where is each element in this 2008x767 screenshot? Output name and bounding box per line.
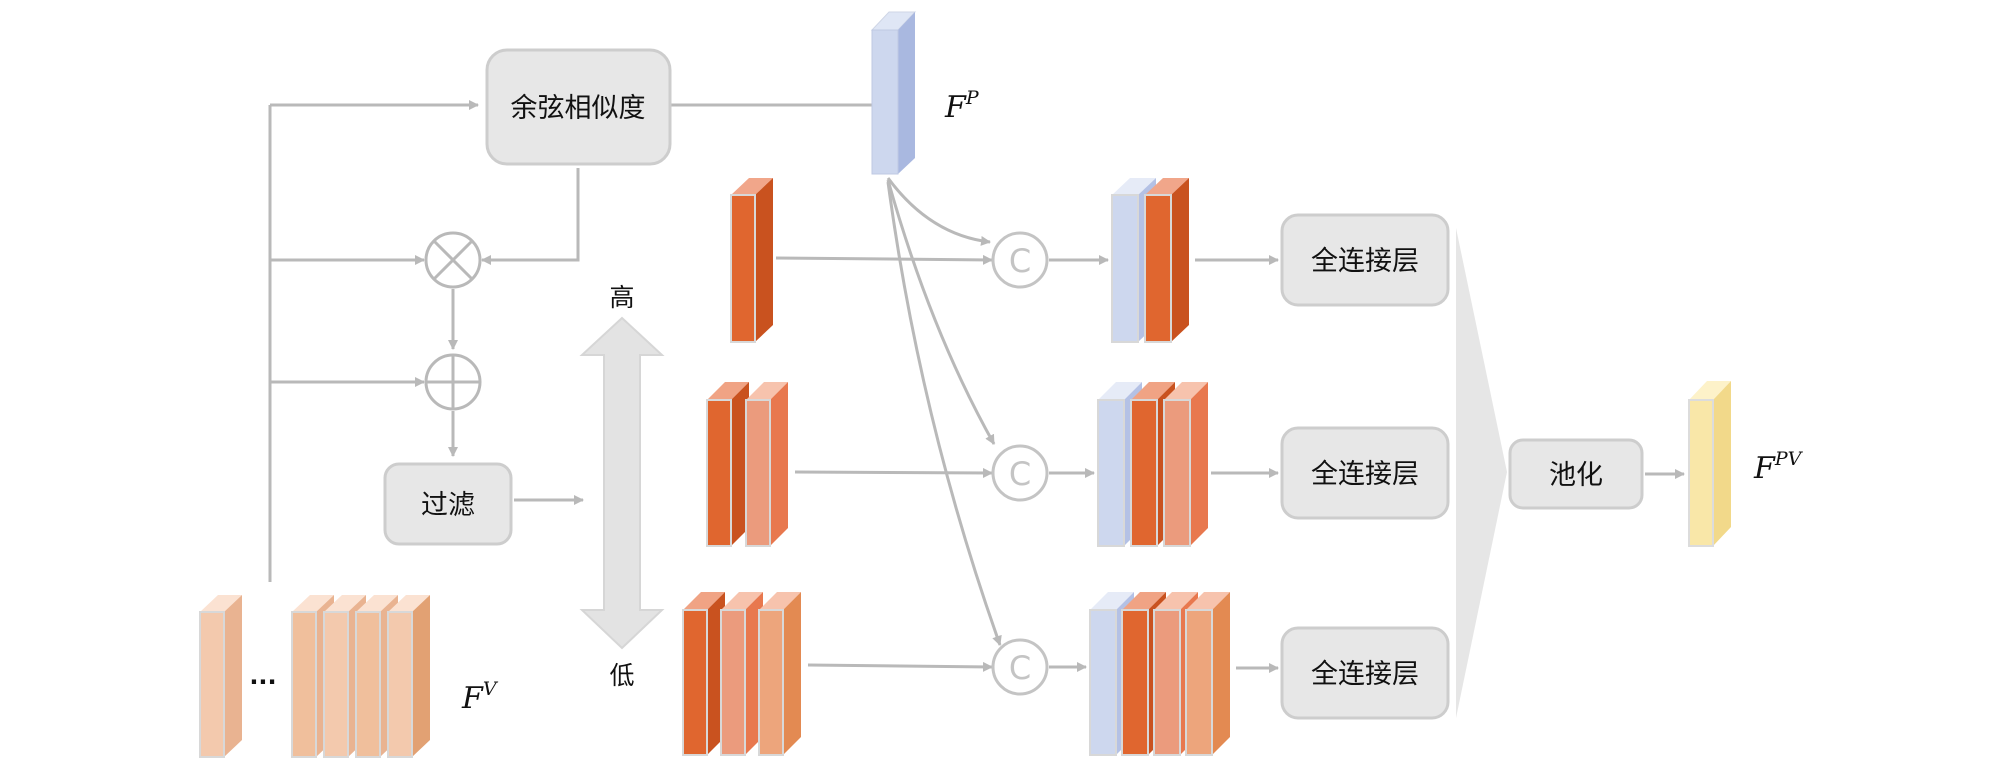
merged-feature-2 [1097, 382, 1208, 547]
priority-low-label: 低 [609, 661, 634, 690]
fp-to-concat1-curve [886, 177, 991, 246]
fp-to-concat3-curve [886, 181, 1002, 646]
tier1-to-concat-arrow [775, 254, 993, 265]
fp-to-concat2-curve [886, 179, 996, 445]
fpv-feature-block [1688, 381, 1731, 547]
fv-label-base: F [461, 681, 484, 716]
fv-ellipsis: ··· [249, 668, 276, 696]
fc-label-2: 全连接层 [1311, 459, 1419, 490]
cosine-similarity-label: 余弦相似度 [511, 93, 646, 124]
tier3-feature-stack [682, 592, 801, 756]
filter-label: 过滤 [421, 490, 475, 521]
fp-label-sup: P [965, 87, 980, 109]
tier1-feature-stack [730, 178, 773, 343]
fc-box-3: 全连接层 [1280, 626, 1450, 720]
tier2-feature-stack [706, 382, 788, 547]
filter-box: 过滤 [383, 462, 513, 546]
merged-feature-1 [1111, 178, 1189, 343]
cosine-to-multiply-arrow [481, 168, 580, 265]
add-node [424, 353, 482, 411]
fpv-label-base: F [1753, 451, 1776, 486]
cosine-similarity-box: 余弦相似度 [485, 48, 672, 166]
pool-label: 池化 [1549, 460, 1603, 491]
fp-label: FP [944, 87, 980, 125]
pool-box: 池化 [1508, 438, 1644, 510]
tier3-to-concat-arrow [807, 661, 993, 672]
fpv-label: FPV [1753, 448, 1804, 486]
priority-high-label: 高 [609, 283, 634, 312]
fc-label-1: 全连接层 [1311, 246, 1419, 277]
fv-label-sup: V [483, 678, 499, 700]
fc-label-3: 全连接层 [1311, 659, 1419, 690]
fp-feature-block [870, 11, 917, 175]
connector-lines [268, 100, 1685, 673]
concat-node-1: C [991, 231, 1049, 289]
concat-symbol: C [1009, 455, 1031, 493]
priority-double-arrow [579, 316, 665, 650]
concat-node-2: C [991, 444, 1049, 502]
concat-symbol: C [1009, 242, 1031, 280]
concat-symbol: C [1009, 649, 1031, 687]
fv-feature-stack [199, 595, 430, 758]
pooling-funnel [1456, 228, 1507, 718]
fc-box-2: 全连接层 [1280, 426, 1450, 520]
fp-label-base: F [944, 90, 967, 125]
multiply-node [424, 231, 482, 289]
tier2-to-concat-arrow [794, 467, 993, 478]
merged-feature-3 [1089, 592, 1230, 756]
fc-box-1: 全连接层 [1280, 213, 1450, 307]
concat-node-3: C [991, 638, 1049, 696]
fv-label: FV [461, 678, 499, 716]
fpv-label-sup: PV [1774, 448, 1804, 470]
